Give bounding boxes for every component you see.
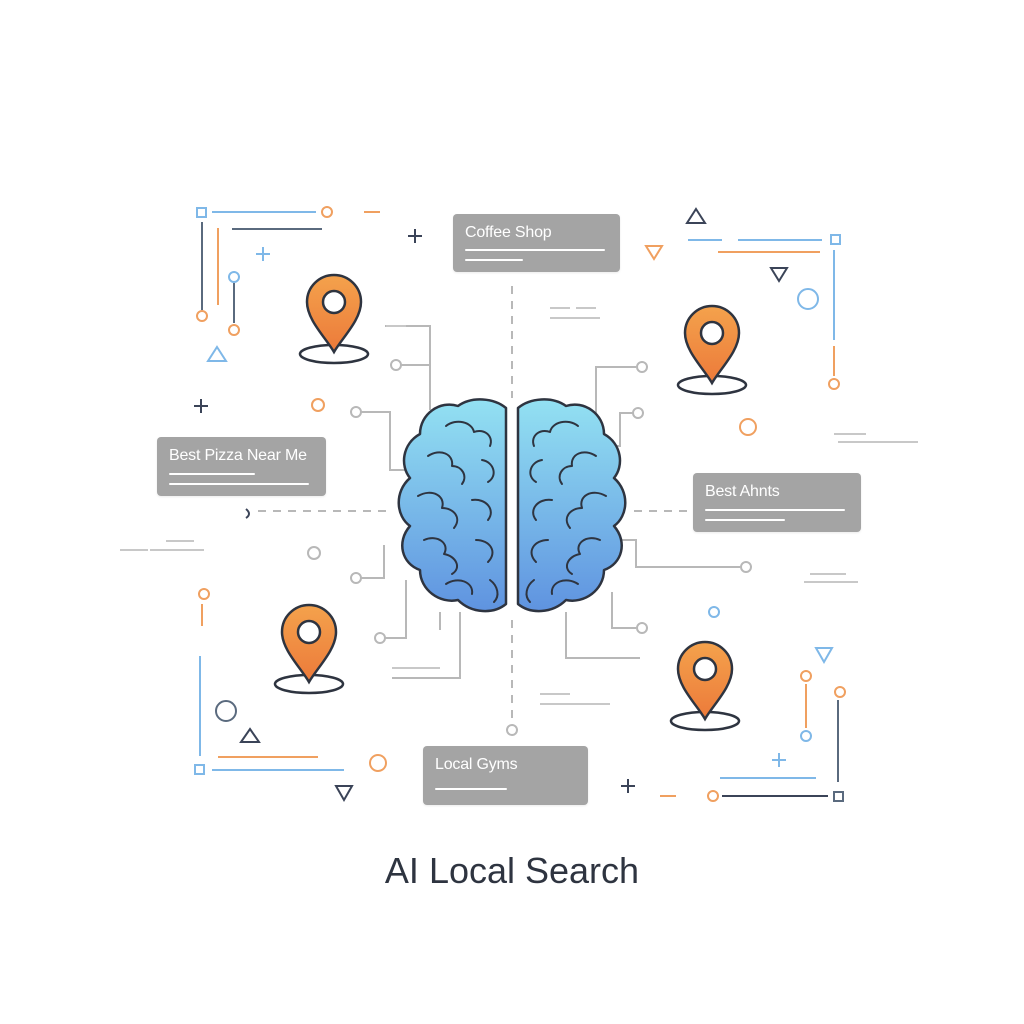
- card-text-line: [435, 788, 507, 790]
- dashed-guides: [258, 286, 690, 722]
- map-pin-icon: [273, 603, 345, 695]
- corner-frame-top-left: [196, 206, 422, 362]
- loose-accents: [194, 398, 757, 519]
- map-pin-icon: [298, 273, 370, 365]
- corner-frame-bottom-left: [194, 588, 387, 803]
- page-title: AI Local Search: [384, 850, 640, 891]
- circuit-connectors: [356, 325, 740, 679]
- corner-frame-top-right: [644, 207, 841, 390]
- search-card-label: Best Ahnts: [705, 483, 780, 500]
- corner-frame-bottom-right: [621, 606, 846, 802]
- gray-dash-accents: [120, 307, 918, 705]
- card-text-line: [705, 519, 785, 521]
- card-text-line: [169, 483, 309, 485]
- search-card-best-ahnts: Best Ahnts: [693, 473, 861, 532]
- search-card-label: Local Gyms: [435, 756, 518, 773]
- search-card-label: Best Pizza Near Me: [169, 447, 307, 464]
- search-card-best-pizza: Best Pizza Near Me: [157, 437, 326, 496]
- card-text-line: [705, 509, 845, 511]
- connector-nodes: [307, 359, 752, 736]
- map-pin-icon: [669, 640, 741, 732]
- card-text-line: [169, 473, 255, 475]
- map-pin-icon: [676, 304, 748, 396]
- card-text-line: [465, 249, 605, 251]
- search-card-label: Coffee Shop: [465, 224, 552, 241]
- search-card-coffee-shop: Coffee Shop: [453, 214, 620, 272]
- search-card-local-gyms: Local Gyms: [423, 746, 588, 805]
- brain-icon: [397, 398, 627, 613]
- card-text-line: [465, 259, 523, 261]
